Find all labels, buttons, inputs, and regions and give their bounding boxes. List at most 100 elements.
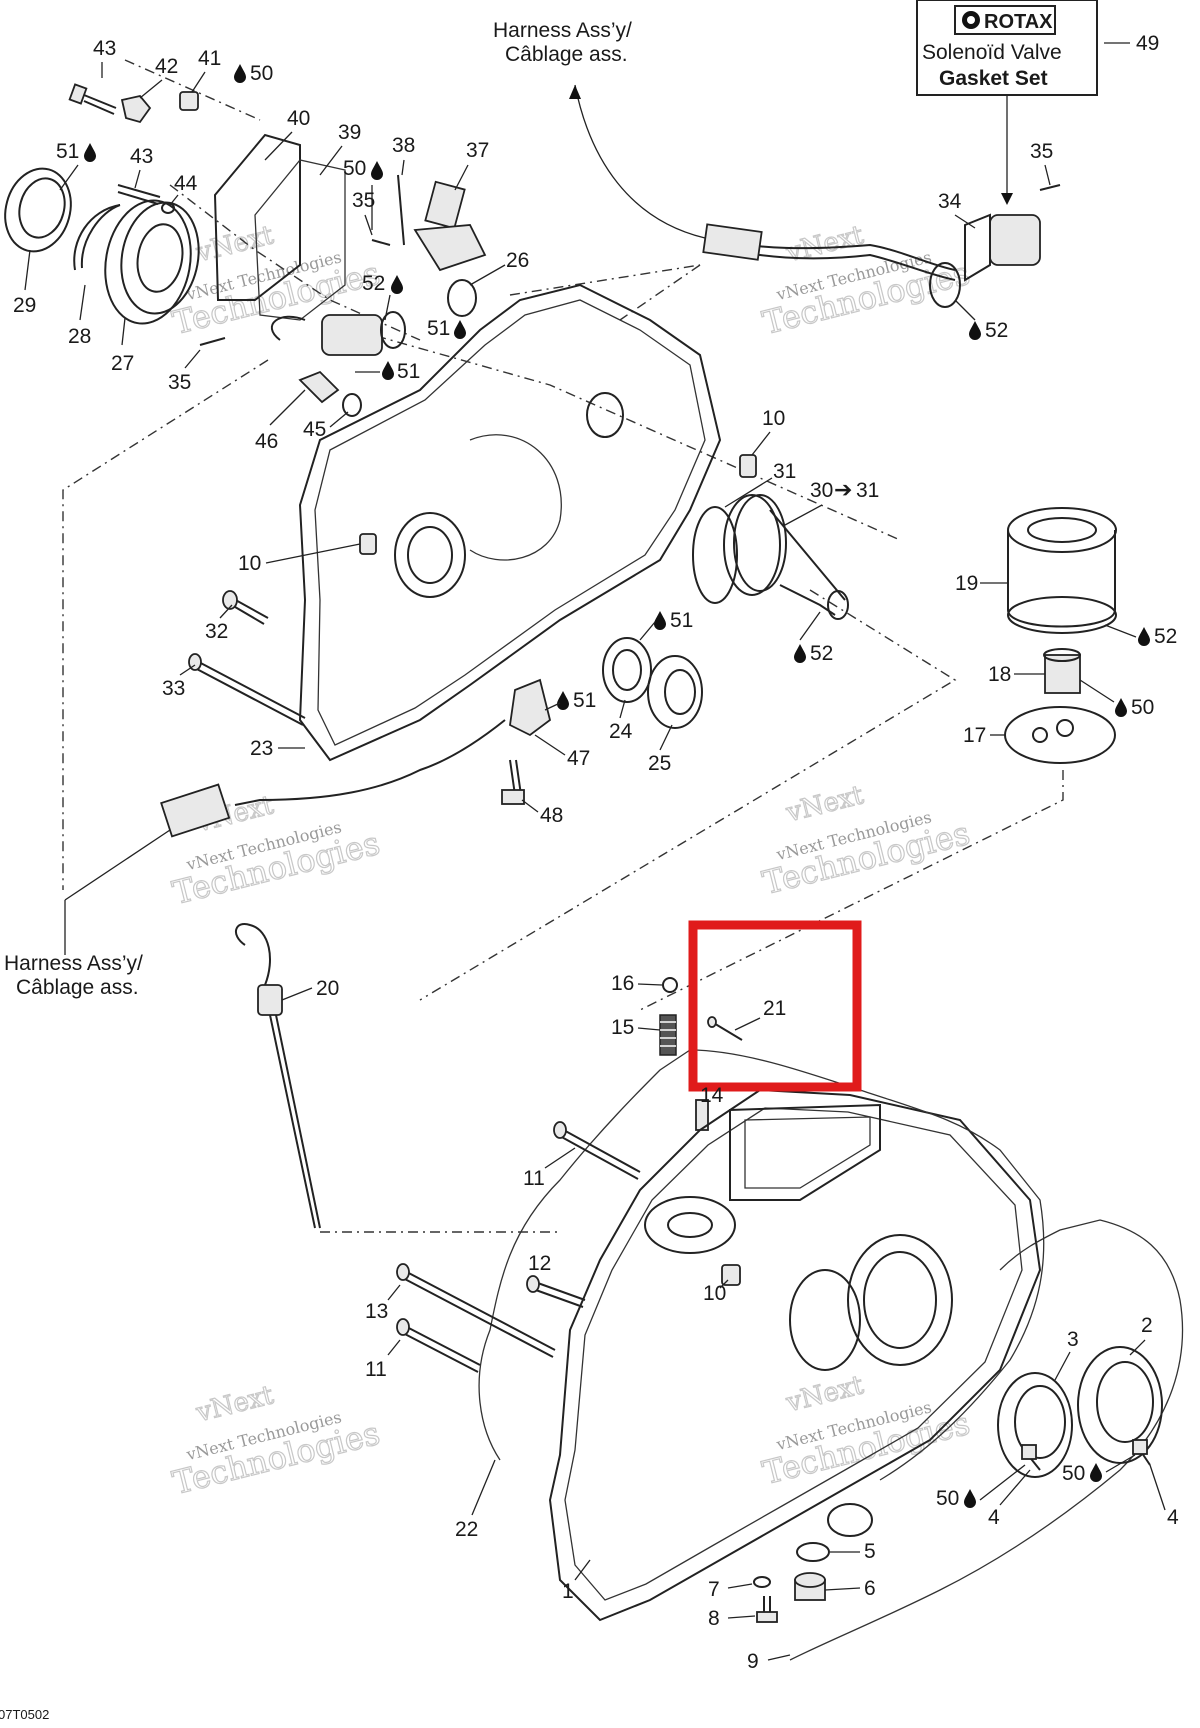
label-17: 17	[963, 724, 986, 747]
oil-drop-icon	[1090, 1463, 1102, 1482]
label-32: 32	[205, 620, 228, 643]
label-52d: 52	[1154, 625, 1177, 648]
oil-filter-19	[1007, 507, 1117, 634]
seal-26	[447, 279, 477, 317]
label-2: 2	[1141, 1314, 1153, 1337]
label-47: 47	[567, 747, 590, 770]
washer-7	[753, 1576, 771, 1588]
label-29: 29	[13, 294, 36, 317]
brand-text: ROTAX	[984, 11, 1053, 33]
label-39: 39	[338, 121, 361, 144]
label-42: 42	[155, 55, 178, 78]
label-4b: 4	[1167, 1506, 1179, 1529]
label-33: 33	[162, 677, 185, 700]
label-51d: 51	[670, 609, 693, 632]
watermark-4: vNext vNext Technologies Technologies	[758, 780, 974, 903]
svg-text:vNext: vNext	[783, 780, 867, 828]
assembly-centerlines	[62, 59, 1064, 1233]
label-41: 41	[198, 47, 221, 70]
label-51b: 51	[427, 317, 450, 340]
label-6: 6	[864, 1577, 876, 1600]
watermark-5: vNext vNext Technologies Technologies	[168, 1380, 384, 1503]
label-20: 20	[316, 977, 339, 1000]
label-15: 15	[611, 1016, 634, 1039]
label-8: 8	[708, 1607, 720, 1630]
bolt-33	[192, 659, 306, 726]
label-43b: 43	[130, 145, 153, 168]
pin-21	[711, 1021, 743, 1041]
oil-drop-icon	[969, 321, 981, 340]
dowel-10b	[359, 533, 377, 555]
label-40: 40	[287, 107, 310, 130]
label-50e: 50	[936, 1487, 959, 1510]
arrow-head-icon	[569, 85, 581, 99]
label-14: 14	[700, 1084, 724, 1107]
watermark-6: vNext vNext Technologies Technologies	[758, 1370, 974, 1493]
label-49: 49	[1136, 32, 1159, 55]
label-24: 24	[609, 720, 633, 743]
plug-6	[794, 1572, 826, 1601]
sensor-47	[509, 678, 552, 737]
kit-line-1: Solenoïd Valve	[922, 41, 1062, 64]
screw-35b	[199, 337, 226, 346]
label-10b: 10	[238, 552, 261, 575]
connector-34	[702, 223, 763, 261]
watermark-3: vNext vNext Technologies Technologies	[168, 790, 384, 913]
svg-text:Câblage ass.: Câblage ass.	[505, 43, 628, 66]
tube-14	[695, 1099, 709, 1131]
label-45: 45	[303, 418, 326, 441]
label-1: 1	[562, 1580, 574, 1603]
circlip-28	[73, 204, 121, 271]
svg-text:Harness Ass’y/: Harness Ass’y/	[493, 19, 632, 42]
bearing-25	[647, 655, 703, 729]
harness-top-label: Harness Ass’y/ Câblage ass.	[493, 19, 706, 239]
bearing-2	[1077, 1346, 1163, 1464]
bolt-12	[532, 1281, 586, 1308]
label-13: 13	[365, 1300, 388, 1323]
footer-code: 07T0502	[0, 1707, 49, 1722]
sensor-46	[298, 370, 340, 404]
oil-drop-icon	[1115, 698, 1127, 717]
gasket-39	[254, 159, 346, 321]
label-3: 3	[1067, 1328, 1079, 1351]
oil-drop-icon	[654, 611, 666, 630]
label-9: 9	[747, 1650, 759, 1673]
fitting-18	[1043, 648, 1081, 694]
oil-drop-icon	[794, 644, 806, 663]
label-51: 51	[56, 140, 79, 163]
label-10: 10	[762, 407, 785, 430]
gasket-set-box: ROTAX Solenoïd Valve Gasket Set 49	[916, 0, 1159, 205]
label-11: 11	[523, 1167, 545, 1190]
sensor-37	[413, 180, 487, 272]
label-38: 38	[392, 134, 415, 157]
label-52c: 52	[810, 642, 833, 665]
shaft-30	[692, 494, 849, 620]
oil-drop-icon	[84, 143, 96, 162]
seal-29	[4, 167, 72, 253]
label-18: 18	[988, 663, 1011, 686]
bolt-11a	[557, 1127, 641, 1180]
label-51e: 51	[573, 689, 596, 712]
oil-drop-icon	[1138, 627, 1150, 646]
highlight-box	[688, 920, 862, 1092]
arrow-right-icon: ➔	[834, 477, 852, 502]
gasket-22	[478, 1049, 1045, 1481]
bolt-32	[229, 597, 269, 625]
crankcase-1	[548, 1088, 1042, 1622]
svg-text:vNext: vNext	[193, 1380, 277, 1428]
label-35c: 35	[1030, 140, 1053, 163]
oil-drop-icon	[371, 161, 383, 180]
label-50b: 50	[343, 157, 366, 180]
harness-top-arrow-line	[574, 84, 706, 239]
svg-text:vNext: vNext	[193, 220, 277, 268]
svg-text:vNext: vNext	[783, 1370, 867, 1418]
dowel-10a	[739, 454, 757, 478]
oil-drop-icon	[964, 1489, 976, 1508]
svg-text:vNext: vNext	[783, 220, 867, 268]
dowel-10c	[721, 1264, 741, 1286]
label-23: 23	[250, 737, 273, 760]
brand-badge	[954, 5, 1056, 35]
dipstick-20	[235, 923, 321, 1229]
label-27: 27	[111, 352, 134, 375]
label-50: 50	[250, 62, 273, 85]
